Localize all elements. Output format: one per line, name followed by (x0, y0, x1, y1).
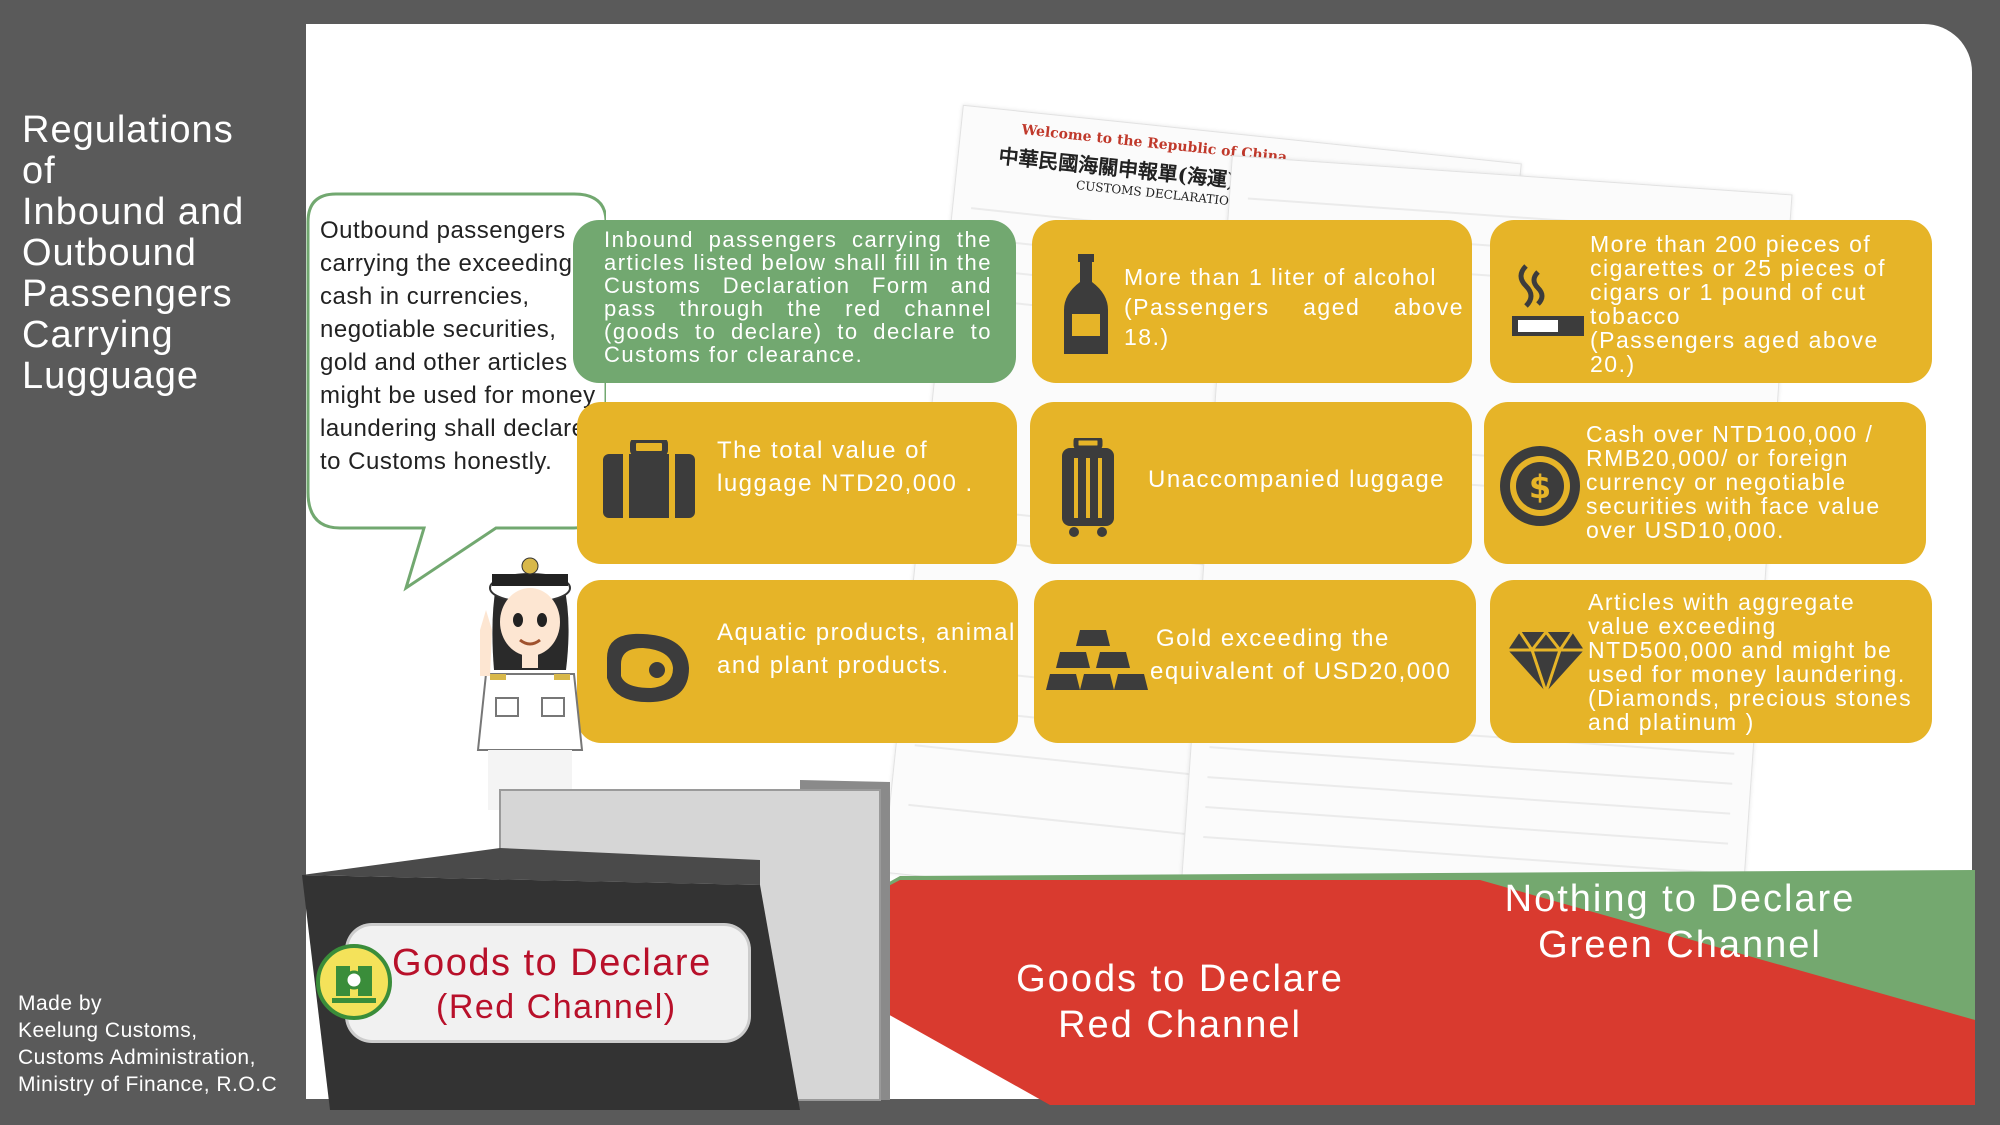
credit-line: Made by (18, 992, 103, 1015)
credit-text: Made by Keelung Customs, Customs Adminis… (18, 990, 277, 1098)
red-channel-ribbon (770, 880, 1975, 1105)
title-line: Lugguage (22, 355, 200, 397)
card-alcohol: More than 1 liter of alcohol (Passengers… (1032, 220, 1472, 383)
card-cash-text: Cash over NTD100,000 / RMB20,000/ or for… (1586, 421, 1881, 543)
customs-emblem-logo (316, 944, 392, 1020)
diamond-icon (1508, 630, 1584, 694)
cigarette-icon (1512, 264, 1584, 336)
card-tobacco: More than 200 pieces of cigarettes or 25… (1490, 220, 1932, 383)
dollar-coin-icon: $ (1500, 446, 1580, 526)
gold-bars-icon (1046, 630, 1148, 690)
suitcase-icon (1062, 438, 1114, 537)
card-alcohol-text: More than 1 liter of alcohol (Passengers… (1124, 264, 1464, 350)
card-diamonds: Articles with aggregate value exceeding … (1490, 580, 1932, 743)
card-aquatic-text: Aquatic products, animal and plant produ… (717, 619, 1016, 679)
bottle-icon (1064, 254, 1108, 354)
credit-line: Ministry of Finance, R.O.C (18, 1073, 278, 1096)
card-luggage: The total value of luggage NTD20,000 . (577, 402, 1017, 564)
card-cash: $ Cash over NTD100,000 / RMB20,000/ or f… (1484, 402, 1926, 564)
speech-bubble (306, 192, 606, 592)
counter-label-line2: (Red Channel) (436, 988, 677, 1026)
card-gold: Gold exceeding the equivalent of USD20,0… (1034, 580, 1476, 743)
title-line: Regulations (22, 109, 234, 151)
card-diamonds-text: Articles with aggregate value exceeding … (1588, 589, 1913, 735)
credit-line: Customs Administration, (18, 1046, 256, 1069)
card-tobacco-text: More than 200 pieces of cigarettes or 25… (1590, 231, 1886, 377)
title-line: Passengers (22, 273, 233, 315)
card-luggage-text: The total value of luggage NTD20,000 . (717, 437, 974, 497)
svg-text:$: $ (1529, 468, 1551, 506)
outbound-note: Outbound passengers carrying the exceedi… (320, 217, 596, 475)
page-title: Regulations of Inbound and Outbound Pass… (22, 110, 292, 397)
red-channel-label: Goods to Declare Red Channel (1016, 958, 1344, 1046)
briefcase-icon (603, 440, 695, 518)
title-line: Outbound (22, 232, 197, 274)
meat-icon (607, 633, 689, 703)
card-aquatic: Aquatic products, animal and plant produ… (577, 580, 1018, 743)
emblem-icon (332, 966, 376, 1003)
inbound-note: Inbound passengers carrying the articles… (573, 220, 1016, 383)
green-channel-label: Nothing to Declare Green Channel (1504, 878, 1856, 966)
credit-line: Keelung Customs, (18, 1019, 198, 1042)
title-line: Carrying (22, 314, 174, 356)
title-line: Inbound and (22, 191, 245, 233)
card-gold-text: Gold exceeding the equivalent of USD20,0… (1150, 625, 1452, 685)
card-unaccompanied-text: Unaccompanied luggage (1148, 466, 1446, 493)
red-channel-counter-sign: Goods to Declare (Red Channel) (348, 926, 748, 1040)
title-line: of (22, 150, 56, 192)
counter-label-line1: Goods to Declare (392, 942, 712, 984)
card-unaccompanied: Unaccompanied luggage (1030, 402, 1472, 564)
